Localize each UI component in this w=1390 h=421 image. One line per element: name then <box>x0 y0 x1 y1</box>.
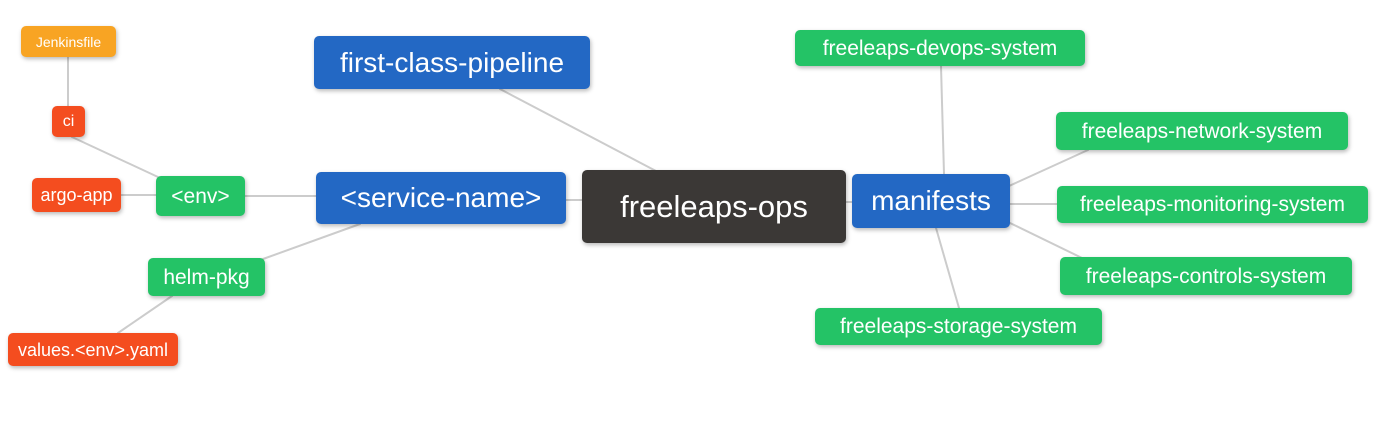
node-label: freeleaps-controls-system <box>1085 264 1327 288</box>
edge-first-class-pipeline-to-freeleaps-ops <box>499 88 657 172</box>
node-label: values.<env>.yaml <box>17 339 169 360</box>
node-env[interactable]: <env> <box>156 176 245 216</box>
node-first-class-pipeline[interactable]: first-class-pipeline <box>314 36 590 89</box>
node-label: freeleaps-storage-system <box>840 315 1077 338</box>
node-label: helm-pkg <box>163 265 250 289</box>
node-label: freeleaps-network-system <box>1081 119 1323 143</box>
node-ci[interactable]: ci <box>52 106 85 137</box>
node-label: freeleaps-devops-system <box>822 36 1058 60</box>
node-label: <env> <box>171 184 230 208</box>
node-helm-pkg[interactable]: helm-pkg <box>148 258 265 296</box>
node-label: first-class-pipeline <box>339 46 565 78</box>
edge-service-name-to-helm-pkg <box>262 223 361 260</box>
node-storage-system[interactable]: freeleaps-storage-system <box>815 308 1102 345</box>
node-label: ci <box>62 112 75 130</box>
edge-devops-system-to-manifests <box>940 65 945 175</box>
edge-manifests-to-controls-system <box>1009 222 1083 259</box>
node-service-name[interactable]: <service-name> <box>316 172 566 224</box>
edge-manifests-to-storage-system <box>935 227 960 309</box>
node-devops-system[interactable]: freeleaps-devops-system <box>795 30 1085 66</box>
node-argo-app[interactable]: argo-app <box>32 178 121 212</box>
node-label: <service-name> <box>340 182 542 213</box>
node-controls-system[interactable]: freeleaps-controls-system <box>1060 257 1352 295</box>
node-values-env-yaml[interactable]: values.<env>.yaml <box>8 333 178 366</box>
edge-helm-pkg-to-values-env-yaml <box>117 295 173 334</box>
node-label: freeleaps-ops <box>620 189 808 224</box>
node-freeleaps-ops[interactable]: freeleaps-ops <box>582 170 846 243</box>
node-network-system[interactable]: freeleaps-network-system <box>1056 112 1348 150</box>
edge-manifests-to-network-system <box>1008 149 1089 187</box>
node-monitoring-system[interactable]: freeleaps-monitoring-system <box>1057 186 1368 223</box>
edge-ci-to-env <box>71 136 159 178</box>
node-label: Jenkinsfile <box>35 33 102 50</box>
node-manifests[interactable]: manifests <box>852 174 1010 228</box>
node-jenkinsfile[interactable]: Jenkinsfile <box>21 26 116 57</box>
node-label: manifests <box>871 185 991 216</box>
node-label: argo-app <box>40 185 113 205</box>
node-label: freeleaps-monitoring-system <box>1080 193 1345 216</box>
